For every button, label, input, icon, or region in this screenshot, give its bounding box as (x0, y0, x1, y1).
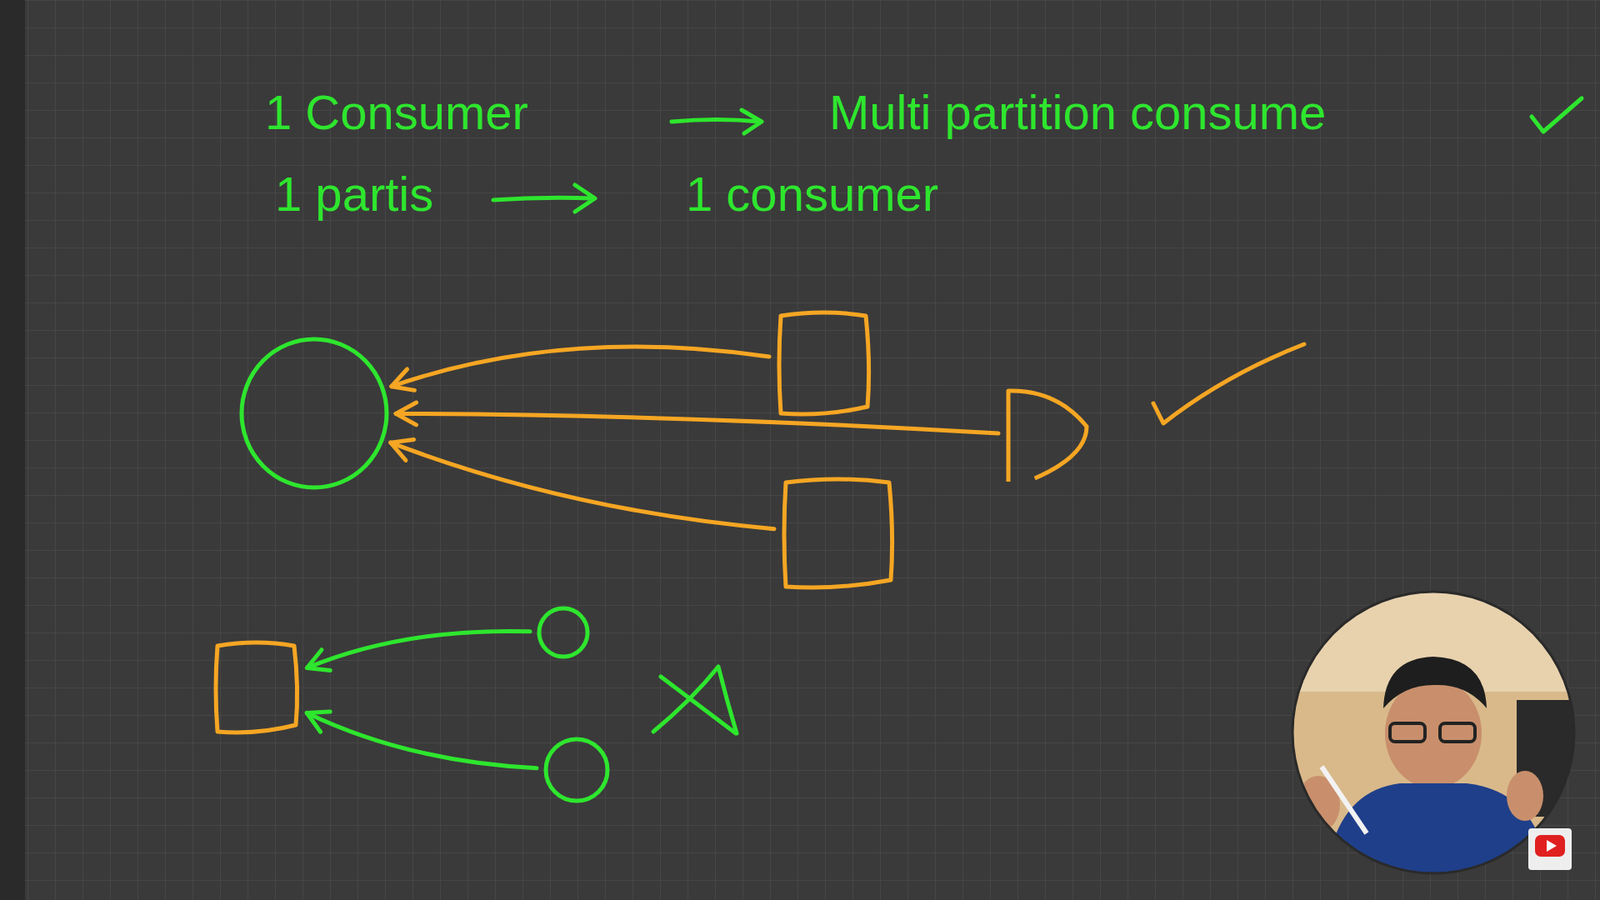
node-outline (780, 477, 896, 592)
check-mark (1153, 344, 1305, 424)
consumer-circle (543, 736, 610, 804)
handwritten-note: 1 Consumer (265, 85, 529, 141)
handwritten-note: 1 partis (275, 166, 434, 223)
handwritten-note: 1 consumer (685, 166, 939, 223)
presenter-webcam (1292, 591, 1575, 884)
partition-box (212, 640, 301, 737)
node-outline (239, 336, 390, 490)
handwritten-note: Multi partition consume (829, 85, 1326, 141)
arrow-connector (395, 402, 999, 434)
node-outline (1005, 387, 1090, 485)
partition-box (775, 310, 873, 419)
hand-arrow (671, 110, 762, 134)
node-outline (536, 605, 590, 660)
left-strip (0, 0, 25, 900)
arrow-connector (391, 346, 770, 390)
arrow-connector (306, 630, 530, 670)
partition-box (780, 477, 896, 592)
check-mark (1531, 98, 1582, 132)
consumer-circle (536, 605, 590, 660)
node-outline (543, 736, 610, 804)
partition-box (1005, 387, 1090, 485)
node-outline (212, 640, 301, 737)
arrow-connector (306, 711, 537, 769)
hand-arrow (493, 185, 595, 212)
consumer-circle (239, 336, 390, 490)
arrow-connector (390, 439, 775, 529)
youtube-icon (1528, 828, 1572, 870)
node-outline (775, 310, 873, 419)
cross-mark (653, 666, 737, 734)
